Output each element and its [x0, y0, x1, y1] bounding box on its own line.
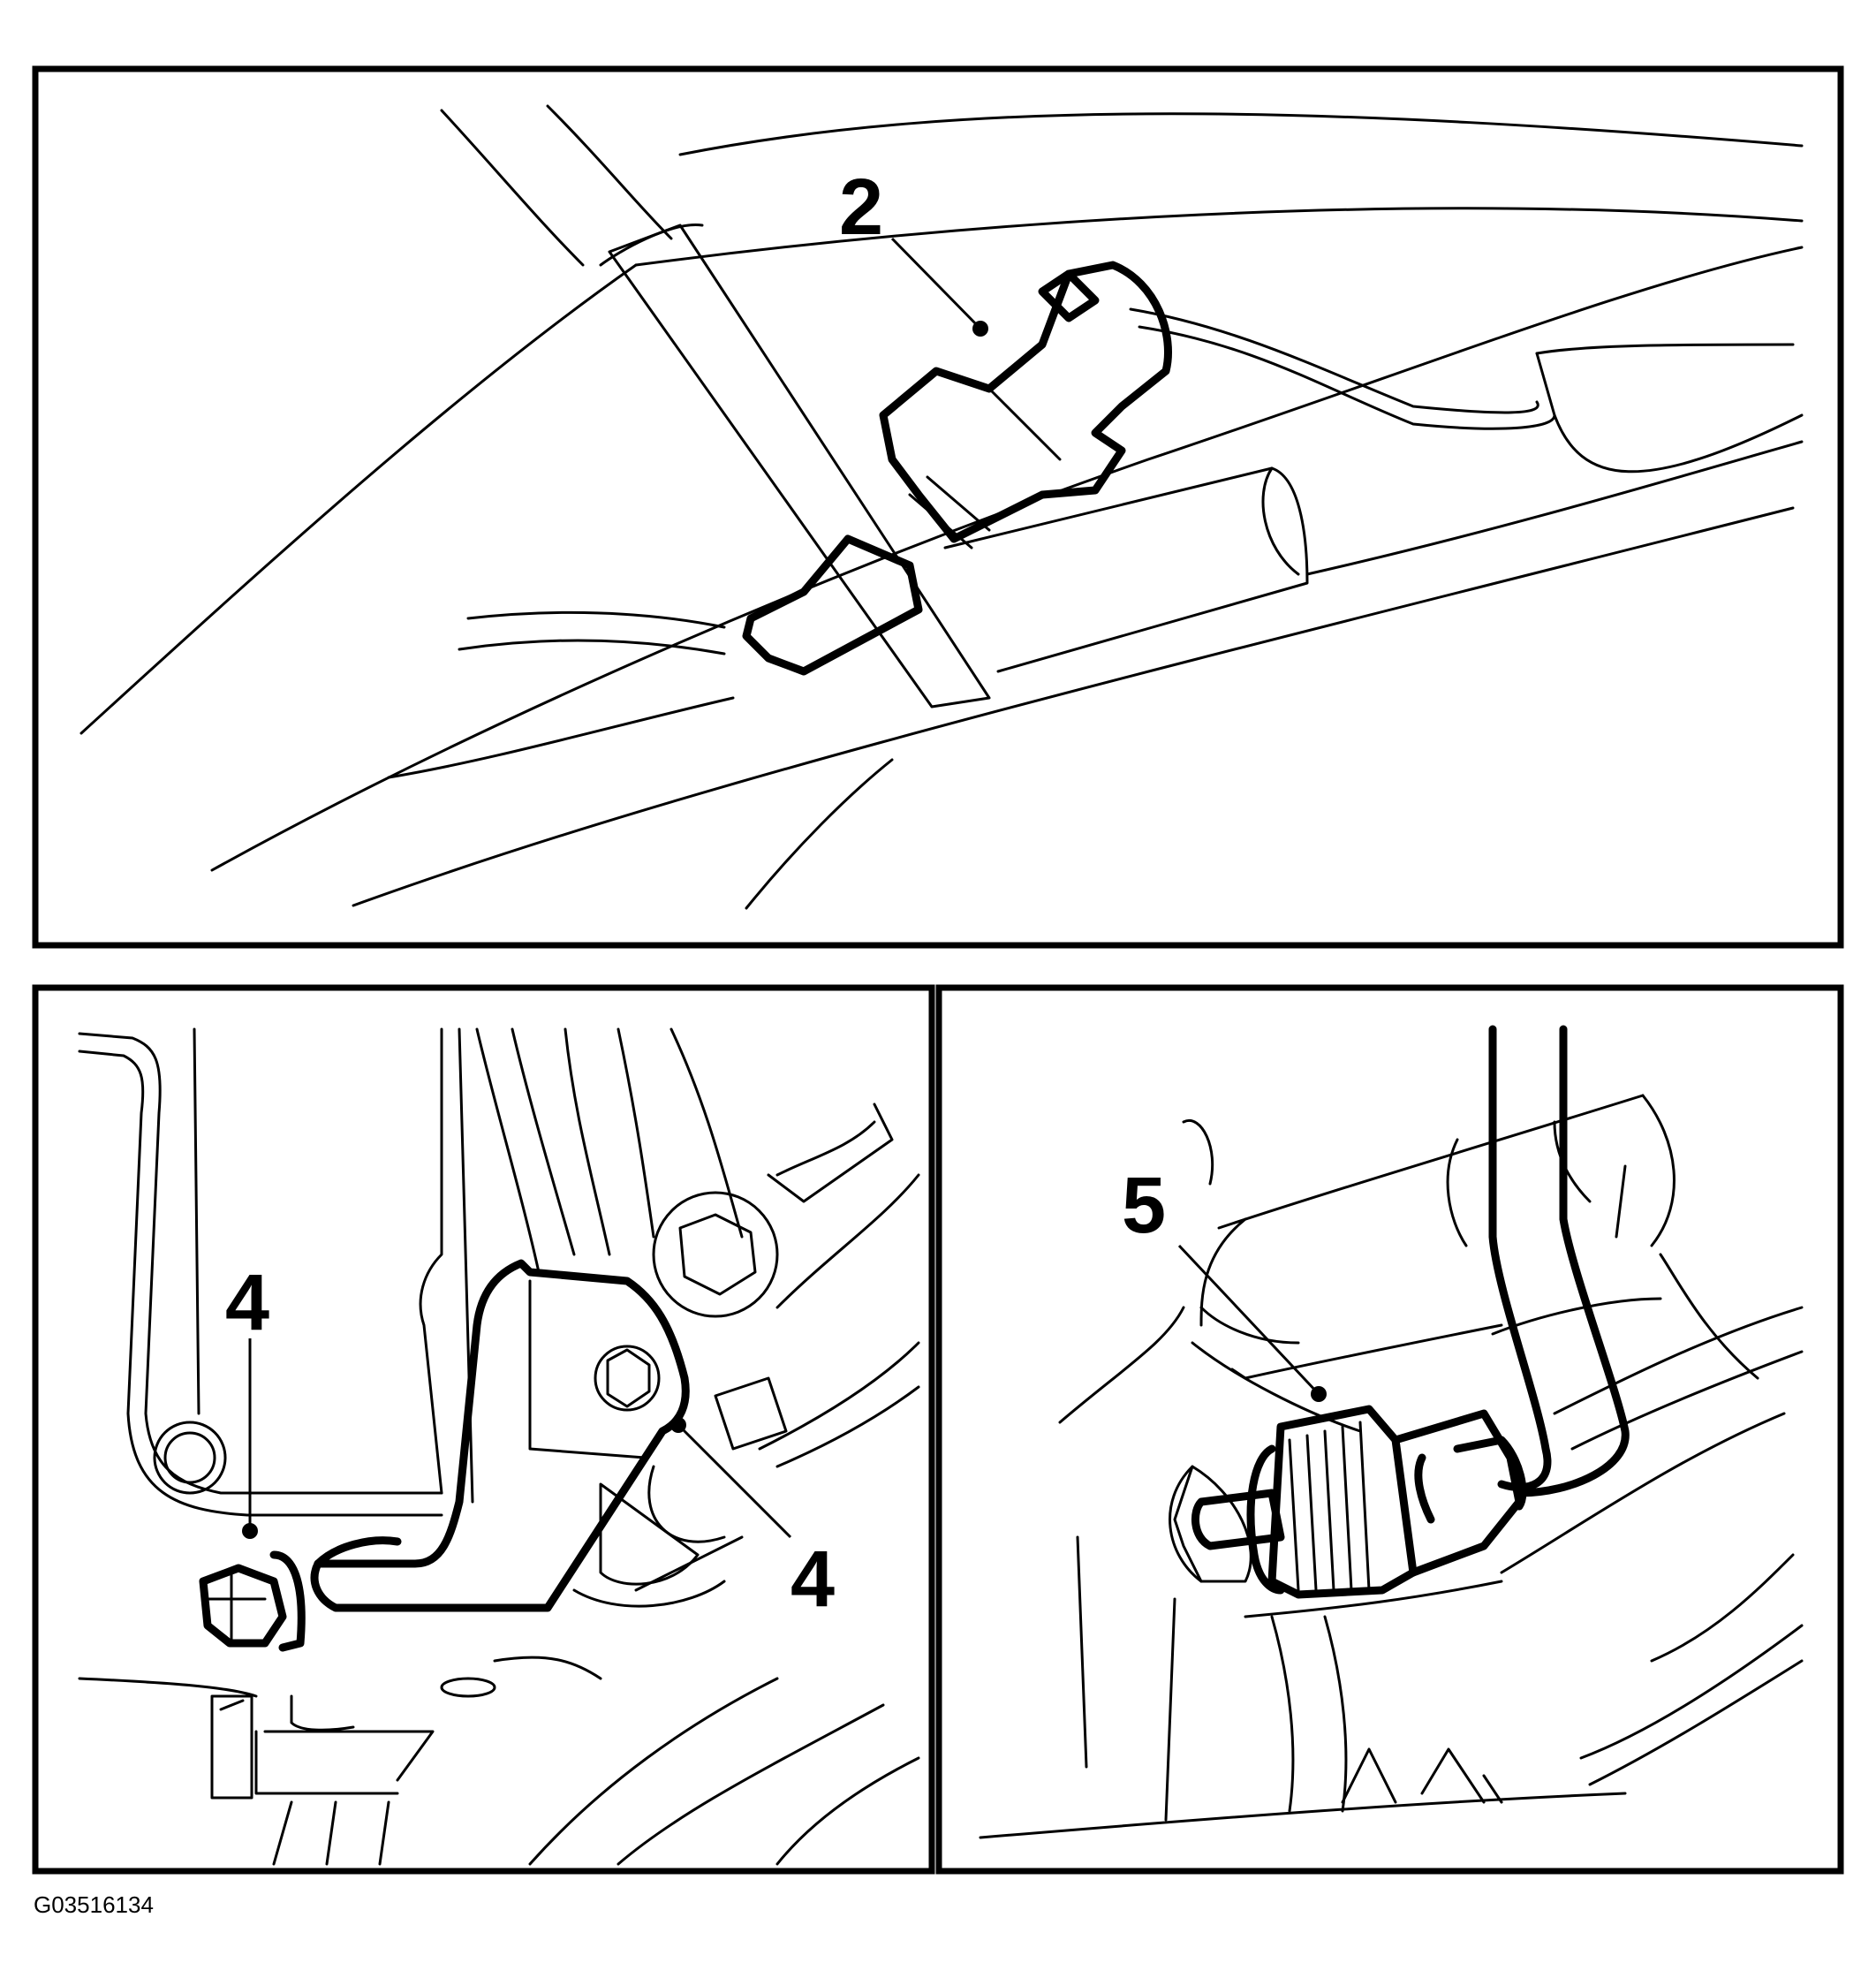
leader-line	[677, 1423, 792, 1539]
callout-label: 4	[790, 1535, 835, 1624]
leader-dot	[670, 1417, 686, 1433]
panel-bottom-right-frame	[935, 984, 1844, 1875]
coolant-pipe	[1488, 1025, 1630, 1497]
callout-5: 5	[1122, 1162, 1327, 1402]
panel-bottom-left: 4 4	[32, 984, 935, 1875]
callout-label: 4	[225, 1259, 269, 1347]
panel-bottom-left-frame	[32, 984, 935, 1875]
sensor-nut	[199, 1550, 306, 1652]
sensor-bracket	[310, 1259, 690, 1612]
callout-4-right: 4	[670, 1417, 835, 1624]
sensor-connector	[742, 261, 1172, 676]
leader-dot	[1311, 1386, 1327, 1402]
callout-label: 2	[839, 163, 883, 252]
leader-dot	[972, 321, 988, 337]
panel-top-frame	[32, 65, 1844, 949]
panel-top-linework	[79, 104, 1804, 910]
panel-top: 2	[32, 65, 1844, 949]
callout-label: 5	[1122, 1162, 1166, 1250]
callout-2: 2	[839, 163, 988, 337]
leader-line	[1177, 1244, 1320, 1396]
leader-dot	[242, 1523, 258, 1539]
panel-bottom-left-linework	[78, 1027, 920, 1866]
leader-line	[890, 237, 982, 330]
temperature-sensor	[1191, 1405, 1527, 1599]
callout-4-left: 4	[225, 1259, 269, 1539]
panel-bottom-right-linework	[979, 1094, 1804, 1839]
panel-bottom-right: 5	[935, 984, 1844, 1875]
figure-id: G03516134	[34, 1891, 154, 1918]
